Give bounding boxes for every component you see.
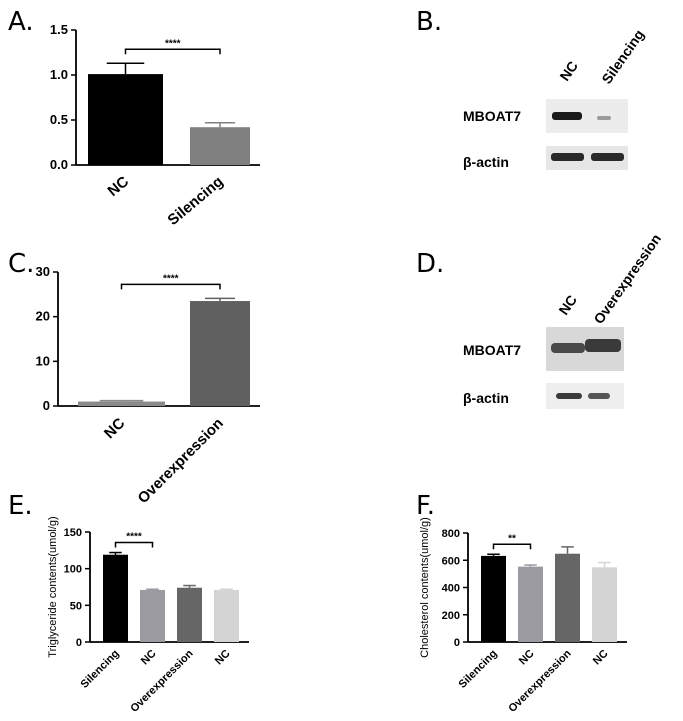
chart-f-y-tick-label: 400: [442, 583, 460, 595]
chart-c-bar: [78, 401, 165, 406]
chart-c-y-tick-label: 20: [36, 309, 50, 324]
chart-a-significance-label: ****: [165, 38, 181, 49]
western-blot-b: NC Silencing MBOAT7 β-actin: [463, 27, 647, 170]
blot-b-lane-nc: NC: [556, 58, 581, 84]
chart-c-y-tick-label: 10: [36, 353, 50, 368]
chart-a-bar: [88, 74, 163, 165]
blot-d-actin-band-overexpression: [588, 393, 610, 399]
chart-f-y-tick-label: 800: [442, 528, 460, 540]
chart-a-bar: [190, 127, 250, 165]
blot-d-actin-band-nc: [556, 393, 582, 399]
blot-b-actin-band-silencing: [591, 153, 624, 161]
chart-e-bar: [177, 587, 202, 642]
chart-f-category-label: NC: [591, 648, 611, 668]
chart-a-significance-bracket: [124, 48, 221, 55]
chart-e-bar: [214, 589, 239, 642]
chart-f-y-tick-label: 200: [442, 610, 460, 622]
chart-f-significance-bracket: [492, 543, 532, 550]
blot-d-mboat7-band-overexpression: [585, 339, 621, 352]
panel-label-b: B.: [416, 7, 442, 37]
blot-d-mboat7-band-nc: [551, 343, 585, 353]
chart-f-y-axis-title: Cholesterol contents(umol/g): [419, 517, 431, 658]
chart-f-bar: [555, 553, 580, 642]
blot-d-lane-overexpression: Overexpression: [590, 231, 664, 327]
chart-c-y-tick-label: 30: [36, 264, 50, 279]
chart-e-category-label: NC: [213, 648, 233, 668]
blot-b-actin-band-nc: [551, 153, 584, 161]
chart-e-bar: [103, 554, 128, 642]
chart-f-bar: [592, 567, 617, 642]
panel-label-d: D.: [416, 249, 444, 279]
chart-f-significance-label: **: [508, 533, 516, 544]
panel-label-e: E.: [8, 491, 33, 521]
blot-b-mboat7-band-silencing: [597, 116, 611, 120]
blot-d-lane-nc: NC: [555, 292, 580, 318]
chart-e-y-tick-label: 100: [64, 564, 82, 576]
chart-f-category-label: NC: [517, 648, 537, 668]
panel-label-a: A.: [8, 7, 34, 37]
chart-f-y-tick-label: 0: [454, 637, 460, 649]
chart-f-bar: [481, 555, 506, 642]
chart-c-y-tick-label: 0: [43, 398, 50, 413]
chart-e-category-label: NC: [139, 648, 159, 668]
chart-a-y-tick-label: 0.0: [50, 157, 68, 172]
chart-a-y-tick-label: 0.5: [50, 112, 68, 127]
chart-c-category-label: NC: [101, 415, 128, 442]
chart-f-y-tick-label: 600: [442, 555, 460, 567]
chart-e-bar: [140, 589, 165, 642]
chart-f-category-label: Silencing: [457, 648, 500, 691]
chart-e-y-tick-label: 150: [64, 527, 82, 539]
chart-a-y-tick-label: 1.5: [50, 22, 68, 37]
chart-c-category-label: Overexpression: [135, 415, 227, 507]
chart-e-y-axis-title: Triglyceride contents(umol/g): [47, 516, 59, 657]
blot-b-row-mboat7: MBOAT7: [463, 108, 521, 124]
chart-e-y-tick-label: 0: [76, 637, 82, 649]
chart-e-significance-bracket: [114, 541, 154, 548]
panel-label-f: F.: [416, 491, 435, 521]
blot-b-lane-silencing: Silencing: [598, 27, 647, 87]
chart-a: 0.0 0.5 1.0 1.5NC Silencing ****: [50, 22, 260, 229]
blot-d-row-mboat7: MBOAT7: [463, 342, 521, 358]
blot-d-row-actin: β-actin: [463, 390, 509, 406]
chart-f-category-label: Overexpression: [506, 647, 573, 714]
chart-e-category-label: Silencing: [79, 648, 122, 691]
chart-e-category-label: Overexpression: [128, 647, 195, 714]
panel-label-c: C.: [8, 249, 34, 279]
chart-a-category-label: NC: [105, 173, 133, 200]
chart-a-category-label: Silencing: [165, 173, 227, 229]
chart-c-significance-bracket: [120, 283, 221, 290]
western-blot-d: NC Overexpression MBOAT7 β-actin: [463, 231, 664, 409]
blot-b-row-actin: β-actin: [463, 154, 509, 170]
chart-a-y-tick-label: 1.0: [50, 67, 68, 82]
chart-c-bar: [190, 301, 250, 406]
chart-e-y-tick-label: 50: [70, 600, 82, 612]
chart-f-bar: [518, 566, 543, 642]
chart-e-significance-label: ****: [126, 532, 142, 543]
chart-c-significance-label: ****: [163, 273, 179, 284]
blot-b-mboat7-band-nc: [552, 112, 582, 120]
